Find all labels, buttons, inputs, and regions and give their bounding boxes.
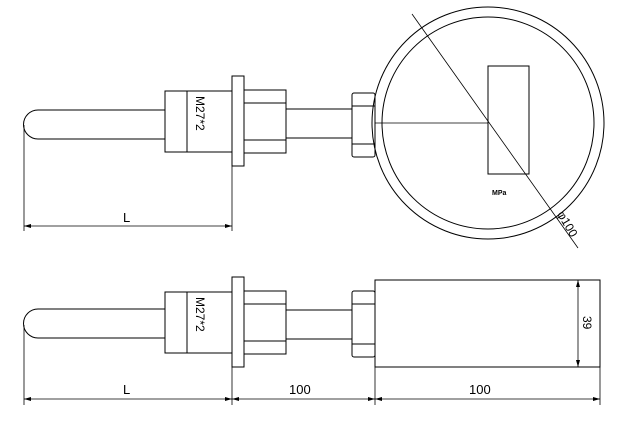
bottom-probe-rod xyxy=(23,308,165,339)
bottom-view: M27*2 39 xyxy=(23,276,601,405)
top-flange xyxy=(231,75,245,167)
case-body xyxy=(374,279,601,368)
top-length-dimension xyxy=(23,125,233,231)
bottom-flange xyxy=(231,276,245,368)
depth-dimension xyxy=(576,280,580,367)
stem-dimension-label: 100 xyxy=(289,382,311,397)
top-case-hex xyxy=(351,92,376,158)
bottom-dimension-line xyxy=(24,397,600,401)
top-thread-label: M27*2 xyxy=(193,96,207,131)
top-stem xyxy=(286,108,352,139)
top-length-label: L xyxy=(123,210,130,225)
bottom-extension-lines xyxy=(23,325,601,405)
top-thread-sleeve xyxy=(164,90,188,153)
dial-diameter-label: φ100 xyxy=(554,209,580,240)
bottom-stem xyxy=(286,309,352,340)
dial-outer-ring xyxy=(371,6,605,240)
top-hex-nut xyxy=(243,89,287,154)
top-view: M27*2 φ100 MPa xyxy=(23,6,605,249)
bottom-length-label: L xyxy=(123,382,130,397)
bottom-hex-nut xyxy=(243,290,287,355)
bottom-thread-label: M27*2 xyxy=(193,297,207,332)
display-window xyxy=(487,65,530,175)
bottom-case-hex xyxy=(351,290,376,358)
depth-label: 39 xyxy=(580,316,594,330)
top-probe-rod xyxy=(23,109,165,140)
unit-label: MPa xyxy=(492,190,507,197)
bottom-thread-sleeve xyxy=(164,291,188,354)
case-dimension-label: 100 xyxy=(469,382,491,397)
diameter-leader xyxy=(411,13,579,249)
